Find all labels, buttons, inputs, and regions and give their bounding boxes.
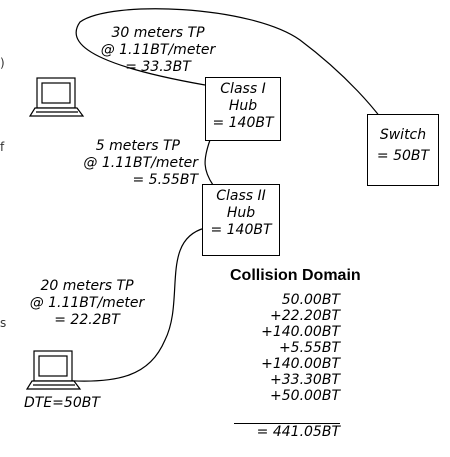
sum-term: +22.20BT [270, 308, 340, 324]
switch: Switch = 50BT [367, 114, 439, 186]
link-label-bottom: 20 meters TP @ 1.11BT/meter = 22.2BT [29, 278, 145, 328]
sum-term: +140.00BT [261, 356, 340, 372]
sum-rule [234, 423, 340, 424]
sum-term: +33.30BT [270, 372, 340, 388]
cable-hub1-switch [75, 8, 401, 148]
sum-term: 50.00BT [281, 292, 340, 308]
sum-title: Collision Domain [230, 267, 361, 284]
class-2-hub: Class II Hub = 140BT [202, 184, 280, 256]
sum-term: +5.55BT [278, 340, 340, 356]
computer-top-icon [28, 77, 85, 117]
dte-label: DTE=50BT [24, 395, 100, 411]
class-1-hub: Class I Hub = 140BT [205, 77, 281, 141]
edge-fragment-c: s [0, 316, 7, 330]
link-label-top: 30 meters TP @ 1.11BT/meter = 33.3BT [100, 25, 216, 75]
sum-term: +50.00BT [270, 388, 340, 404]
sum-total: = 441.05BT [256, 424, 340, 440]
cable-hub1-hub2 [204, 139, 214, 186]
edge-fragment-b: f [0, 140, 5, 154]
computer-dte-icon [25, 350, 82, 390]
sum-term: +140.00BT [261, 324, 340, 340]
cable-hub2-dte [57, 227, 206, 382]
link-label-middle: 5 meters TP @ 1.11BT/meter = 5.55BT [83, 138, 198, 188]
edge-fragment-a: ) [0, 56, 5, 70]
sum-terms: 50.00BT +22.20BT +140.00BT +5.55BT +140.… [236, 292, 340, 404]
